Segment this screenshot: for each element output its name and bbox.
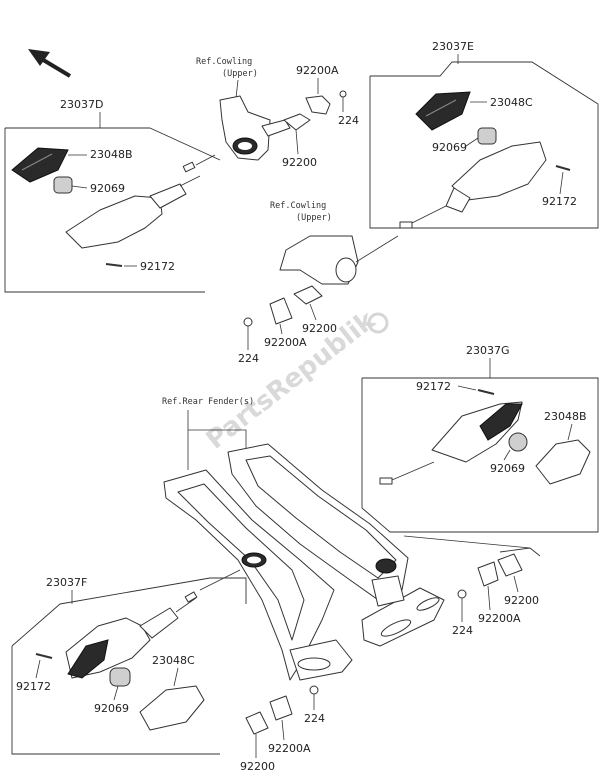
- watermark: PartsRepublik: [201, 305, 382, 455]
- ref-cowling-mid-2: (Upper): [296, 213, 332, 223]
- box-23037F-top: [59, 577, 247, 605]
- bulb-92069-e: [508, 432, 528, 452]
- ref-cowling-top-2: (Upper): [222, 69, 258, 79]
- label-92200A-g: 92200A: [478, 612, 521, 625]
- group-cowling-top: Ref.Cowling (Upper) 92200A 224 92200: [196, 57, 359, 169]
- grommet-92200-d: [293, 285, 323, 305]
- label-23048B-e: 23048B: [544, 410, 587, 423]
- group-fasteners-right: 92200 224 92200A: [452, 547, 541, 637]
- bulb-92069-a: [53, 176, 73, 194]
- ref-cowling-mid-1: Ref.Cowling: [270, 201, 326, 211]
- turn-signal-body-c: [451, 141, 547, 201]
- grommet-92200-b: [283, 113, 311, 131]
- label-92069-c: 92069: [432, 141, 467, 154]
- label-224-i: 224: [304, 712, 325, 725]
- turn-signal-body-a: [65, 195, 163, 249]
- ref-cowling-top-1: Ref.Cowling: [196, 57, 252, 67]
- cowling-bracket-top: [219, 95, 271, 161]
- label-92200A-i: 92200A: [268, 742, 311, 755]
- direction-arrow-icon: [28, 49, 72, 78]
- label-23048C-c: 23048C: [490, 96, 533, 109]
- bracket-92200A-g: [477, 561, 499, 587]
- box-23037D-left: [4, 128, 205, 293]
- bulb-92069-h: [109, 667, 131, 687]
- label-224-b: 224: [338, 114, 359, 127]
- bracket-92200A-b: [305, 95, 331, 115]
- label-224-d: 224: [238, 352, 259, 365]
- bracket-92200A-d: [269, 297, 293, 325]
- label-224-g: 224: [452, 624, 473, 637]
- group-23037F: 23037F 92172 23048C 92069: [11, 576, 247, 755]
- grommet-92200-i: [245, 711, 269, 735]
- group-23037D: 23037D 23048B 92069 92172: [4, 98, 221, 293]
- lens-23048B-e: [535, 439, 591, 485]
- lens-23048C-h: [139, 685, 205, 731]
- group-fasteners-bottom: 224 92200A 92200: [240, 685, 325, 773]
- label-92069-h: 92069: [94, 702, 129, 715]
- label-92200A-d: 92200A: [264, 336, 307, 349]
- label-92172-a: 92172: [140, 260, 175, 273]
- label-92172-c: 92172: [542, 195, 577, 208]
- label-23048B-a: 23048B: [90, 148, 133, 161]
- lens-23048C-c: [415, 91, 471, 131]
- box-23037G: [361, 377, 599, 533]
- group-cowling-mid: Ref.Cowling (Upper) 92200 224 92200A: [238, 201, 399, 365]
- box-23037F-left: [11, 646, 220, 755]
- label-92200A-b: 92200A: [296, 64, 339, 77]
- label-92172-h: 92172: [16, 680, 51, 693]
- label-23037E: 23037E: [432, 40, 474, 53]
- label-92200-g: 92200: [504, 594, 539, 607]
- lens-23048B: [11, 147, 69, 183]
- lens-dark-h: [67, 639, 109, 679]
- label-92069-a: 92069: [90, 182, 125, 195]
- rear-fender: Ref.Rear Fender(s): [162, 397, 531, 681]
- label-23048C-h: 23048C: [152, 654, 195, 667]
- label-92200-d: 92200: [302, 322, 337, 335]
- label-92069-e: 92069: [490, 462, 525, 475]
- bulb-92069-c: [477, 127, 497, 145]
- leader-bracket-g: [499, 547, 541, 557]
- watermark-gear-icon: [367, 312, 389, 334]
- bracket-92200A-i: [269, 695, 293, 721]
- label-92200-i: 92200: [240, 760, 275, 773]
- lens-dark-e: [479, 403, 523, 441]
- ref-rear-fender: Ref.Rear Fender(s): [162, 397, 254, 407]
- label-92200-b: 92200: [282, 156, 317, 169]
- watermark-text: PartsRepublik: [201, 305, 382, 455]
- label-92172-e: 92172: [416, 380, 451, 393]
- label-23037D: 23037D: [60, 98, 103, 111]
- label-23037G: 23037G: [466, 344, 510, 357]
- grommet-92200-g: [497, 553, 523, 577]
- group-23037E: 23037E 23048C 92069 92172: [369, 40, 599, 229]
- label-23037F: 23037F: [46, 576, 87, 589]
- group-23037G: 23037G 92172 23048B 92069: [361, 344, 599, 533]
